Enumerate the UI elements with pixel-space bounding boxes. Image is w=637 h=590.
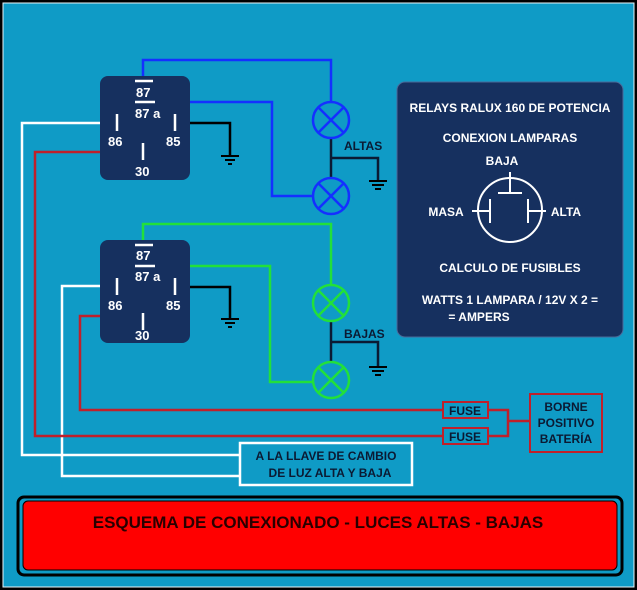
info-panel: RELAYS RALUX 160 DE POTENCIA CONEXION LA…	[396, 81, 624, 338]
switch-note-line2: DE LUZ ALTA Y BAJA	[269, 466, 392, 480]
relay-high: 87 87 a 86 85 30	[100, 76, 190, 180]
pin-85: 85	[166, 134, 180, 149]
low-beam-wires	[141, 222, 380, 384]
pin-30: 30	[135, 164, 149, 179]
label-alta: ALTA	[551, 205, 582, 219]
info-line2: CONEXION LAMPARAS	[443, 131, 577, 145]
high-beam-wires	[141, 58, 380, 198]
title-bar: ESQUEMA DE CONEXIONADO - LUCES ALTAS - B…	[16, 495, 624, 577]
info-line1: RELAYS RALUX 160 DE POTENCIA	[410, 101, 611, 115]
fuse-label: FUSE	[449, 404, 481, 418]
fuse-formula-2: = AMPERS	[448, 310, 509, 324]
pin-86: 86	[108, 298, 122, 313]
pin-87: 87	[136, 85, 150, 100]
pin-87a: 87 a	[135, 106, 161, 121]
switch-symbol-icon	[472, 172, 546, 243]
lamp-icon	[311, 283, 351, 323]
pin-86: 86	[108, 134, 122, 149]
switch-note-box: A LA LLAVE DE CAMBIO DE LUZ ALTA Y BAJA	[238, 441, 414, 487]
fuse-label: FUSE	[449, 430, 481, 444]
high-beam-label: ALTAS	[344, 139, 382, 153]
relay-low: 87 87 a 86 85 30	[100, 240, 190, 343]
battery-label-3: BATERÍA	[540, 431, 593, 446]
battery-label-1: BORNE	[544, 400, 587, 414]
fuse-calc-title: CALCULO DE FUSIBLES	[439, 261, 580, 275]
pin-87: 87	[136, 248, 150, 263]
lamp-icon	[311, 100, 351, 140]
pin-85: 85	[166, 298, 180, 313]
diagram-title: ESQUEMA DE CONEXIONADO - LUCES ALTAS - B…	[93, 513, 544, 532]
pin-87a: 87 a	[135, 269, 161, 284]
lamp-icon	[311, 176, 351, 216]
battery-label-2: POSITIVO	[538, 416, 595, 430]
low-beam-label: BAJAS	[344, 327, 385, 341]
lamp-icon	[311, 360, 351, 400]
switch-note-line1: A LA LLAVE DE CAMBIO	[256, 449, 397, 463]
pin-30: 30	[135, 328, 149, 343]
fuse-low: FUSE	[442, 427, 489, 445]
fuse-formula-1: WATTS 1 LAMPARA / 12V X 2 =	[422, 293, 598, 307]
ground-icon	[221, 155, 387, 376]
battery-positive-box: BORNE POSITIVO BATERÍA	[529, 393, 603, 453]
label-baja: BAJA	[486, 154, 519, 168]
fuse-high: FUSE	[442, 401, 489, 419]
label-masa: MASA	[428, 205, 464, 219]
switch-wires	[20, 121, 240, 478]
